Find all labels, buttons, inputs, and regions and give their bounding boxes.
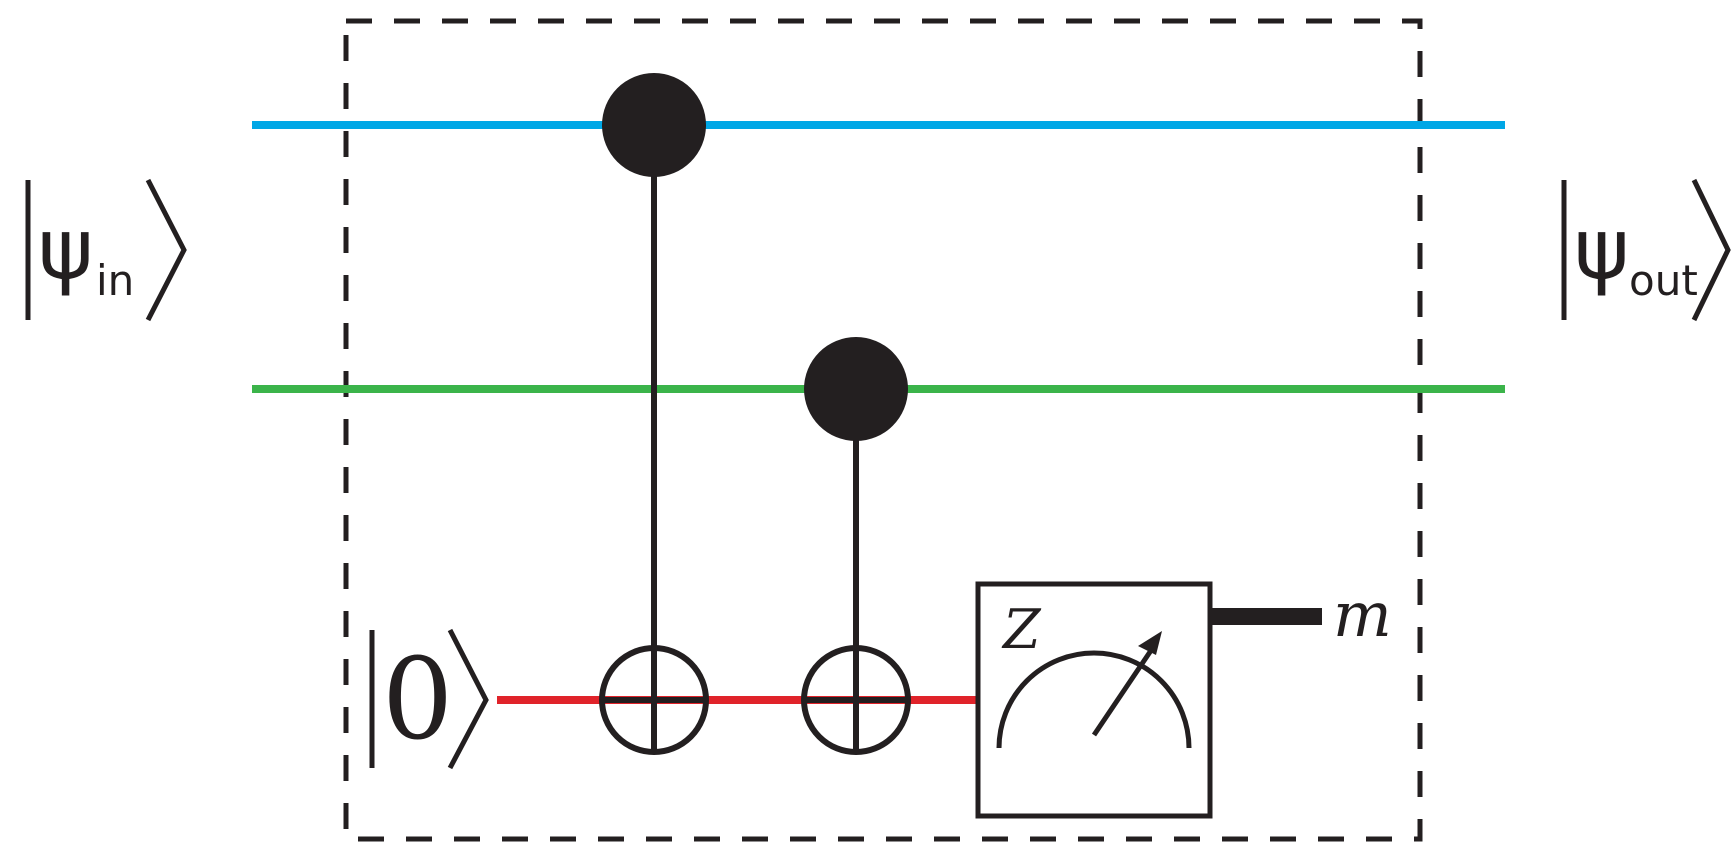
output-subscript: out <box>1629 256 1698 305</box>
cnot-2-control-dot <box>804 337 908 441</box>
input-psi-symbol: ψ <box>38 200 93 298</box>
cnot-1-control-dot <box>602 73 706 177</box>
output-psi-symbol: ψ <box>1574 200 1629 298</box>
measurement-result-label: m <box>1333 578 1392 651</box>
measurement-basis-label: Z <box>1001 598 1042 661</box>
output-state-ket: ψ out <box>1561 178 1731 322</box>
measurement-box <box>975 581 1213 819</box>
cnot-1-target <box>599 645 709 755</box>
input-state-ket: ψ in <box>25 178 187 322</box>
cnot-2-target <box>801 645 911 755</box>
meter-icon <box>996 631 1192 749</box>
classical-output-wire <box>1210 608 1322 625</box>
ancilla-zero-label: 0 <box>382 635 453 765</box>
input-subscript: in <box>96 256 134 305</box>
ancilla-init-ket: 0 <box>369 628 489 770</box>
dashed-circuit-boundary <box>343 18 1423 842</box>
